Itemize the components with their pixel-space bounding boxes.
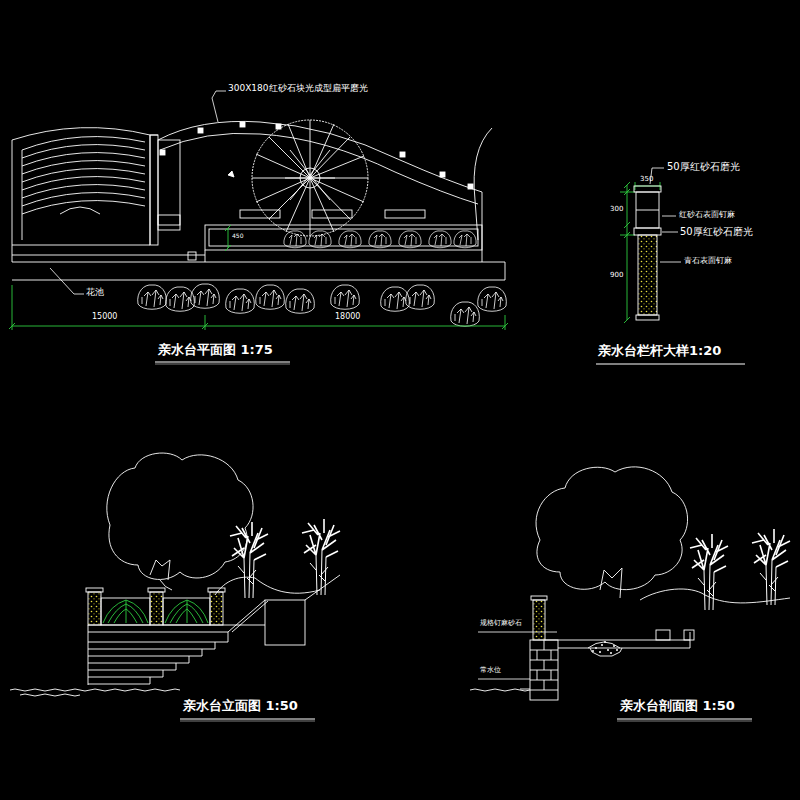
gravel — [592, 641, 618, 654]
material-note: 规格钉麻砂石 — [480, 620, 522, 628]
dimension: 15000 — [92, 313, 117, 322]
leader-lines — [50, 91, 681, 679]
railing-panels — [103, 600, 208, 623]
part-name: 花池 — [86, 288, 104, 298]
material-note: 300X180红砂石块光成型扁平磨光 — [228, 84, 368, 94]
dimension-lines — [9, 182, 660, 330]
section-view — [470, 467, 790, 700]
dimension: 900 — [610, 272, 623, 280]
dimension: 18000 — [335, 313, 360, 322]
view-title: 亲水台立面图 1:50 — [183, 699, 298, 713]
dimension: 350 — [640, 176, 653, 184]
plan-view — [12, 120, 505, 280]
material-note: 青石表面钉麻 — [684, 257, 732, 266]
dimension: 450 — [232, 233, 243, 240]
material-note: 红砂石表面钉麻 — [679, 211, 735, 220]
railing-detail — [634, 186, 661, 320]
water-level-note: 常水位 — [480, 667, 501, 675]
material-note: 50厚红砂石磨光 — [667, 161, 740, 172]
elevation-view — [86, 453, 320, 625]
view-title: 亲水台剖面图 1:50 — [620, 699, 735, 713]
view-title: 亲水台栏杆大样1:20 — [598, 344, 721, 358]
dimension: 300 — [610, 206, 623, 214]
steps — [10, 575, 340, 696]
view-title: 亲水台平面图 1:75 — [158, 343, 273, 357]
material-note: 50厚红砂石磨光 — [680, 226, 753, 237]
shrubs — [138, 231, 507, 326]
bamboo — [230, 519, 790, 610]
title-underlines — [155, 362, 752, 721]
